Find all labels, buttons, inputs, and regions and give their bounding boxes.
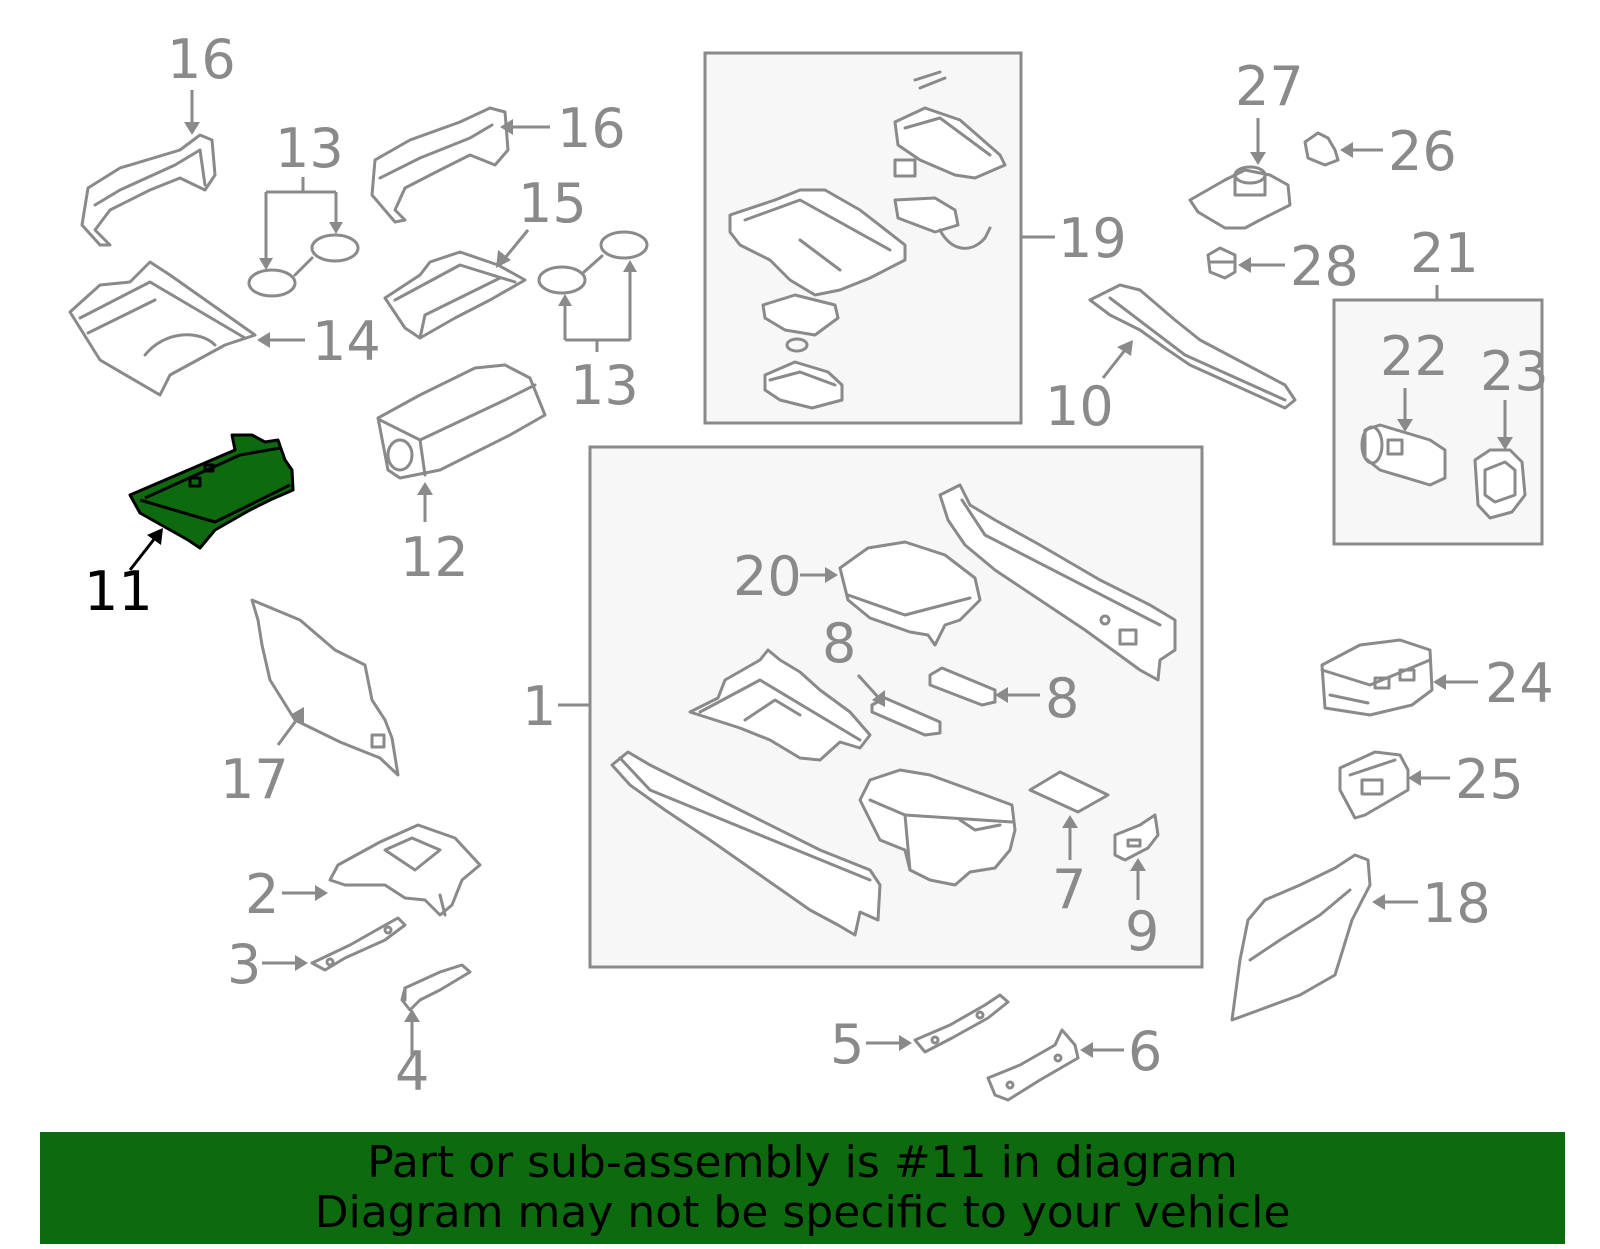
part-13a-cup-holder-rings — [247, 233, 360, 298]
part-1-center-frame — [688, 648, 872, 762]
part-9-clip — [1113, 813, 1160, 862]
callout-15: 15 — [518, 172, 587, 235]
leader-15 — [503, 229, 530, 259]
part-22-socket — [1360, 423, 1447, 487]
part-8b-strip — [928, 666, 997, 707]
callout-16b: 16 — [557, 97, 626, 160]
part-27-control-knob — [1188, 165, 1292, 230]
part-15-storage-bin — [383, 250, 527, 340]
callout-24: 24 — [1485, 652, 1554, 715]
part-1-right-side-panel — [938, 483, 1177, 682]
callout-3: 3 — [227, 933, 261, 996]
part-23-usb-port — [1473, 448, 1527, 520]
part-2-shifter-bracket — [328, 823, 482, 917]
callout-16a: 16 — [167, 28, 236, 91]
part-10-trim-strip — [1088, 283, 1297, 410]
banner-line-2: Diagram may not be specific to your vehi… — [314, 1187, 1291, 1238]
callout-9: 9 — [1125, 900, 1159, 963]
callout-17: 17 — [220, 748, 289, 811]
part-16b-trim-panel — [370, 106, 510, 224]
callout-23: 23 — [1480, 340, 1549, 403]
callout-19: 19 — [1058, 207, 1127, 270]
part-17-side-panel — [250, 598, 400, 777]
leader-13a — [264, 177, 338, 262]
part-13b-cup-holder-rings — [537, 230, 649, 295]
part-16a-trim-panel — [80, 133, 217, 247]
callout-5: 5 — [830, 1013, 864, 1076]
callout-8b: 8 — [1045, 667, 1079, 730]
callout-20: 20 — [733, 545, 802, 608]
part-11-highlighted — [128, 433, 295, 550]
part-12-console-housing — [376, 363, 547, 480]
part-19-shift-assembly — [728, 70, 1007, 410]
leader-8a — [856, 673, 880, 699]
callout-13b: 13 — [570, 354, 639, 417]
part-14-console-tray — [68, 260, 257, 397]
callout-4: 4 — [395, 1040, 429, 1103]
callout-2: 2 — [245, 863, 279, 926]
part-28-clip — [1206, 246, 1237, 280]
part-4-bracket — [400, 963, 472, 1012]
callout-12: 12 — [400, 526, 469, 589]
part-18-side-trim — [1230, 853, 1372, 1022]
callout-28: 28 — [1290, 235, 1359, 298]
callout-27: 27 — [1235, 55, 1304, 118]
part-1-left-side-panel — [610, 750, 882, 937]
callout-1: 1 — [522, 675, 556, 738]
leader-10 — [1101, 349, 1127, 379]
part-26-clip — [1303, 131, 1340, 167]
part-25-bezel — [1338, 750, 1410, 820]
callout-25: 25 — [1455, 748, 1524, 811]
callout-13a: 13 — [275, 117, 344, 180]
part-7-pad — [1028, 770, 1110, 814]
part-6-bracket — [986, 1028, 1080, 1102]
callout-8a: 8 — [822, 612, 856, 675]
info-banner: Part or sub-assembly is #11 in diagram D… — [40, 1132, 1565, 1244]
callout-10: 10 — [1045, 375, 1114, 438]
callout-14: 14 — [312, 310, 381, 373]
part-1-storage-bin — [858, 768, 1017, 887]
leader-11 — [128, 537, 157, 571]
callout-11: 11 — [84, 560, 153, 623]
callout-6: 6 — [1128, 1020, 1162, 1083]
callout-21: 21 — [1410, 222, 1479, 285]
part-24-media-module — [1320, 638, 1434, 717]
callout-22: 22 — [1380, 325, 1449, 388]
callout-7: 7 — [1052, 858, 1086, 921]
part-20-armrest-lid — [838, 540, 982, 647]
banner-line-1: Part or sub-assembly is #11 in diagram — [367, 1137, 1238, 1188]
part-5-bracket — [913, 993, 1010, 1054]
leader-17 — [276, 717, 300, 746]
callout-26: 26 — [1388, 120, 1457, 183]
callout-18: 18 — [1422, 872, 1491, 935]
part-3-bracket — [310, 916, 407, 972]
leader-13b — [563, 268, 632, 352]
